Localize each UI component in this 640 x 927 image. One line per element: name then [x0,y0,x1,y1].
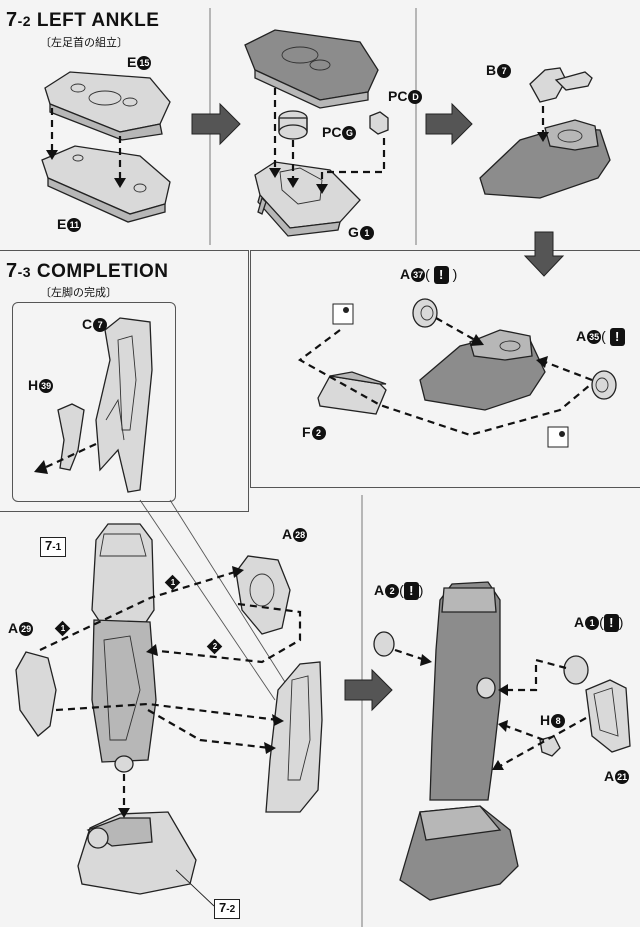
ref-step-7-2: 7-2 [214,899,241,919]
process-arrow-2 [425,102,473,146]
part-c7 [95,317,153,493]
step-diamond-1b: 1 [54,620,71,637]
process-arrow-1 [191,102,241,146]
part-a29 [15,651,57,737]
part-f2 [317,371,387,415]
part-h39 [34,403,97,474]
part-leg-armor-right [265,661,323,813]
step-diamond-1: 1 [164,574,181,591]
warning-icon: ! [609,328,625,346]
step-7-3-subnumber: -3 [17,264,32,280]
part-a1 [498,655,589,696]
part-e11 [41,145,171,223]
zoom-inset-frame [12,302,176,502]
step-7-2-number: 7 [6,9,18,31]
step-7-3-jp-subtitle: 〔左脚の完成〕 [40,286,117,299]
step-diamond-2: 2 [206,638,223,655]
warning-icon: ! [403,582,419,600]
part-e15 [44,71,171,141]
dashed-guides-f2 [297,317,593,437]
step-7-3-number: 7 [6,260,18,282]
dashed-guides-e15-e11 [46,108,126,188]
panel-7-3-completion-frame [0,250,249,512]
part-a21 [492,679,631,770]
part-e-assembled-top [244,29,379,109]
part-h8 [498,720,561,757]
leg-frame-assembly [91,523,157,773]
step-7-2-subnumber: -2 [17,13,32,29]
part-a35 [591,370,617,400]
ankle-assembly-step3 [479,106,611,199]
part-pc-g [278,110,308,140]
ref-step-7-1: 7-1 [40,537,67,557]
dashed-guides-completion [39,566,302,907]
panel-f2-assembly-frame [250,250,640,488]
warning-icon: ! [433,266,449,284]
part-b7 [529,67,593,103]
part-a37 [412,298,438,328]
process-arrow-3 [344,668,393,712]
part-pc-d [369,111,389,135]
warning-icon: ! [603,614,619,632]
dashed-guides-g1 [269,88,386,194]
step-7-3-heading: COMPLETION [36,261,169,282]
ankle-assembly-f2 [419,329,546,411]
completed-left-leg [399,581,519,901]
part-a2 [373,631,432,666]
step-7-2-title: 7-2 LEFT ANKLE [6,9,159,32]
process-arrow-down [523,231,565,277]
ankle-assembly-bottom [77,811,197,895]
step-7-3-title: 7-3 COMPLETION [6,260,169,283]
step-7-2-heading: LEFT ANKLE [36,10,160,31]
sticker-marks-f2 [332,303,569,448]
part-a28 [235,555,291,635]
part-g1 [254,161,361,237]
step-7-2-jp-subtitle: 〔左足首の組立〕 [40,36,128,49]
